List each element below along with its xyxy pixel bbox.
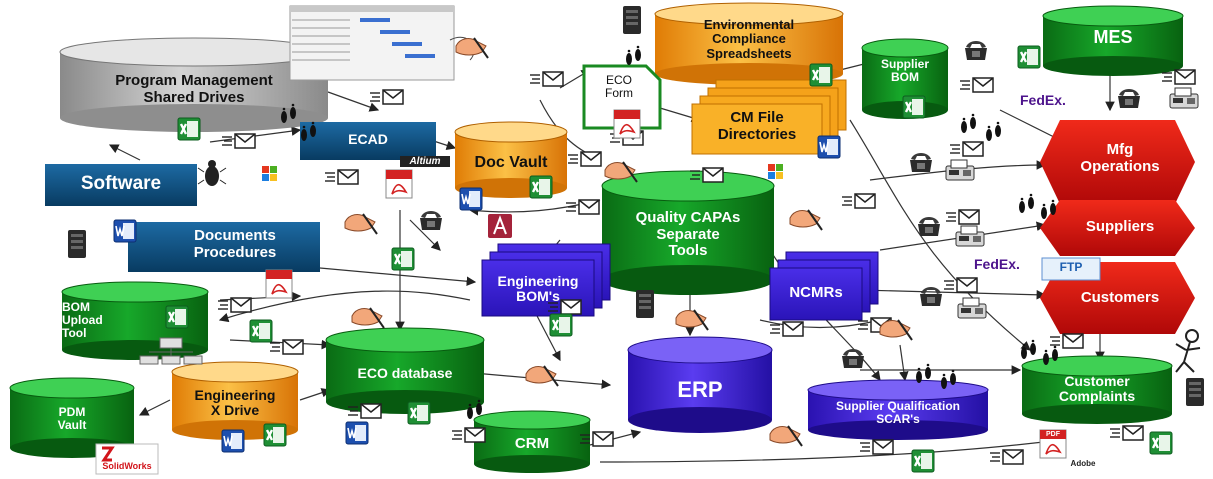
access-icon xyxy=(488,214,512,238)
org-chart-icon xyxy=(139,337,203,365)
documents-box xyxy=(128,222,320,272)
ncmrs-stack xyxy=(769,251,879,321)
eco-form-doc xyxy=(582,64,662,130)
solidworks-logo xyxy=(95,443,159,475)
mes-cylinder xyxy=(1042,5,1184,76)
customer-complaints-cylinder xyxy=(1021,355,1173,424)
cm-file-stack xyxy=(691,79,847,155)
mfg-operations-hex xyxy=(1040,120,1195,204)
quality-capas-cylinder xyxy=(601,170,775,295)
stick-figure-icon xyxy=(1175,329,1201,373)
engineering-bom-stack xyxy=(481,243,611,317)
supplier-bom-cylinder xyxy=(861,38,949,119)
supplier-qualification-cylinder xyxy=(807,379,989,440)
gantt-screenshot xyxy=(289,5,475,81)
ecad-box xyxy=(300,122,436,160)
erp-cylinder xyxy=(627,336,773,433)
bug-icon xyxy=(197,160,227,186)
eco-database-cylinder xyxy=(325,327,485,414)
suppliers-hex xyxy=(1040,200,1195,256)
crm-cylinder xyxy=(473,410,591,473)
ftp-logo-box xyxy=(1041,257,1101,281)
software-box xyxy=(45,164,197,206)
